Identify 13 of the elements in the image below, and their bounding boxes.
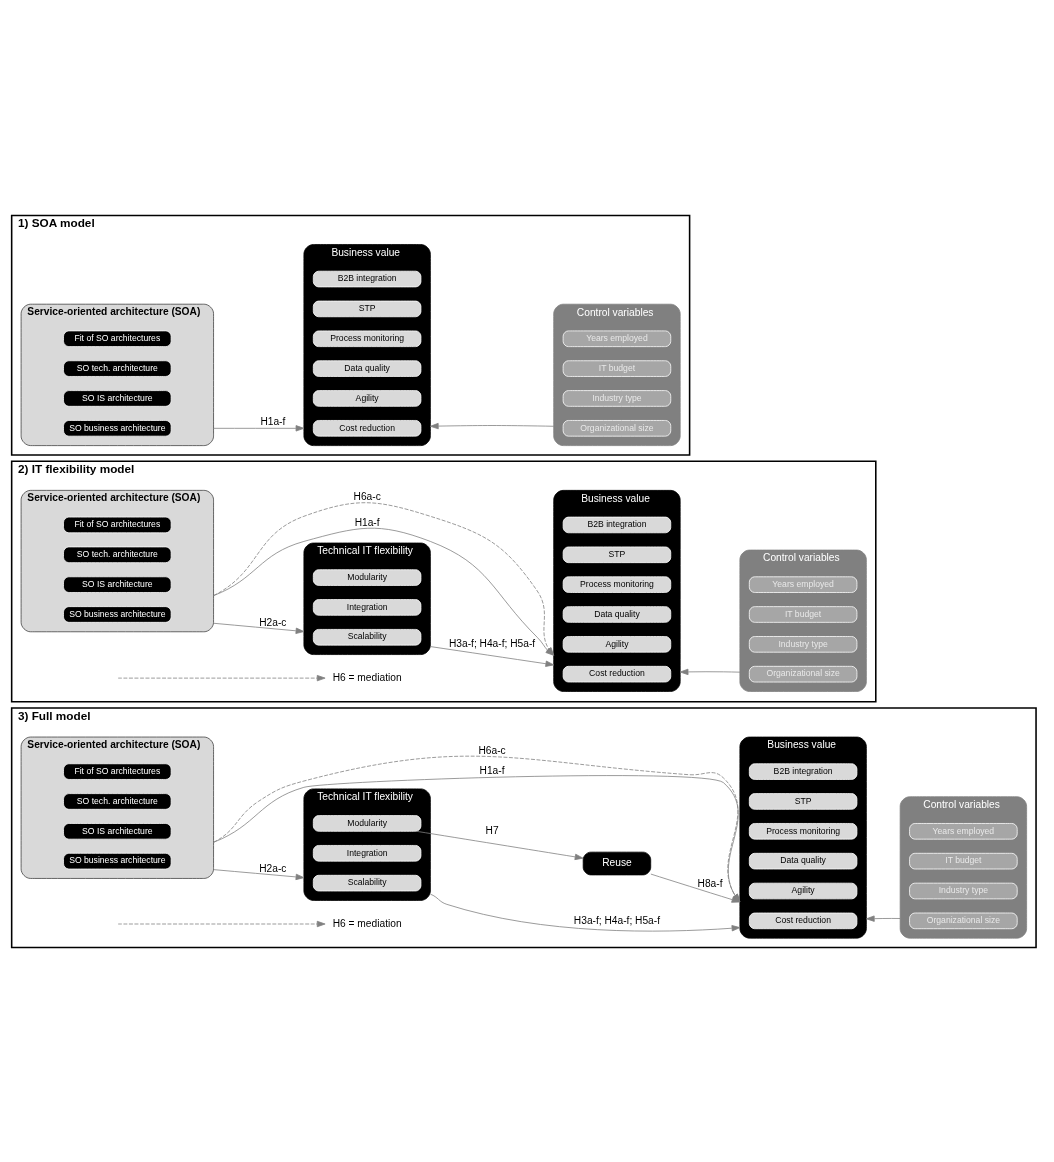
edge-label: H2a-c bbox=[259, 616, 287, 628]
edge-label: H7 bbox=[485, 824, 499, 836]
legend-label: H6 = mediation bbox=[332, 671, 402, 683]
edge-label: H1a-f bbox=[354, 516, 380, 528]
edge-label: H3a-f; H4a-f; H5a-f bbox=[573, 914, 661, 926]
edge-label: H1a-f bbox=[260, 415, 286, 427]
edge-label: H6a-c bbox=[353, 490, 381, 502]
edge-label: H2a-c bbox=[259, 862, 287, 874]
legend-label: H6 = mediation bbox=[332, 917, 402, 929]
edge-label: H6a-c bbox=[478, 744, 506, 756]
edge-label: H3a-f; H4a-f; H5a-f bbox=[448, 637, 536, 649]
edge-label: H1a-f bbox=[479, 764, 505, 776]
edge-label: H8a-f bbox=[697, 877, 723, 889]
